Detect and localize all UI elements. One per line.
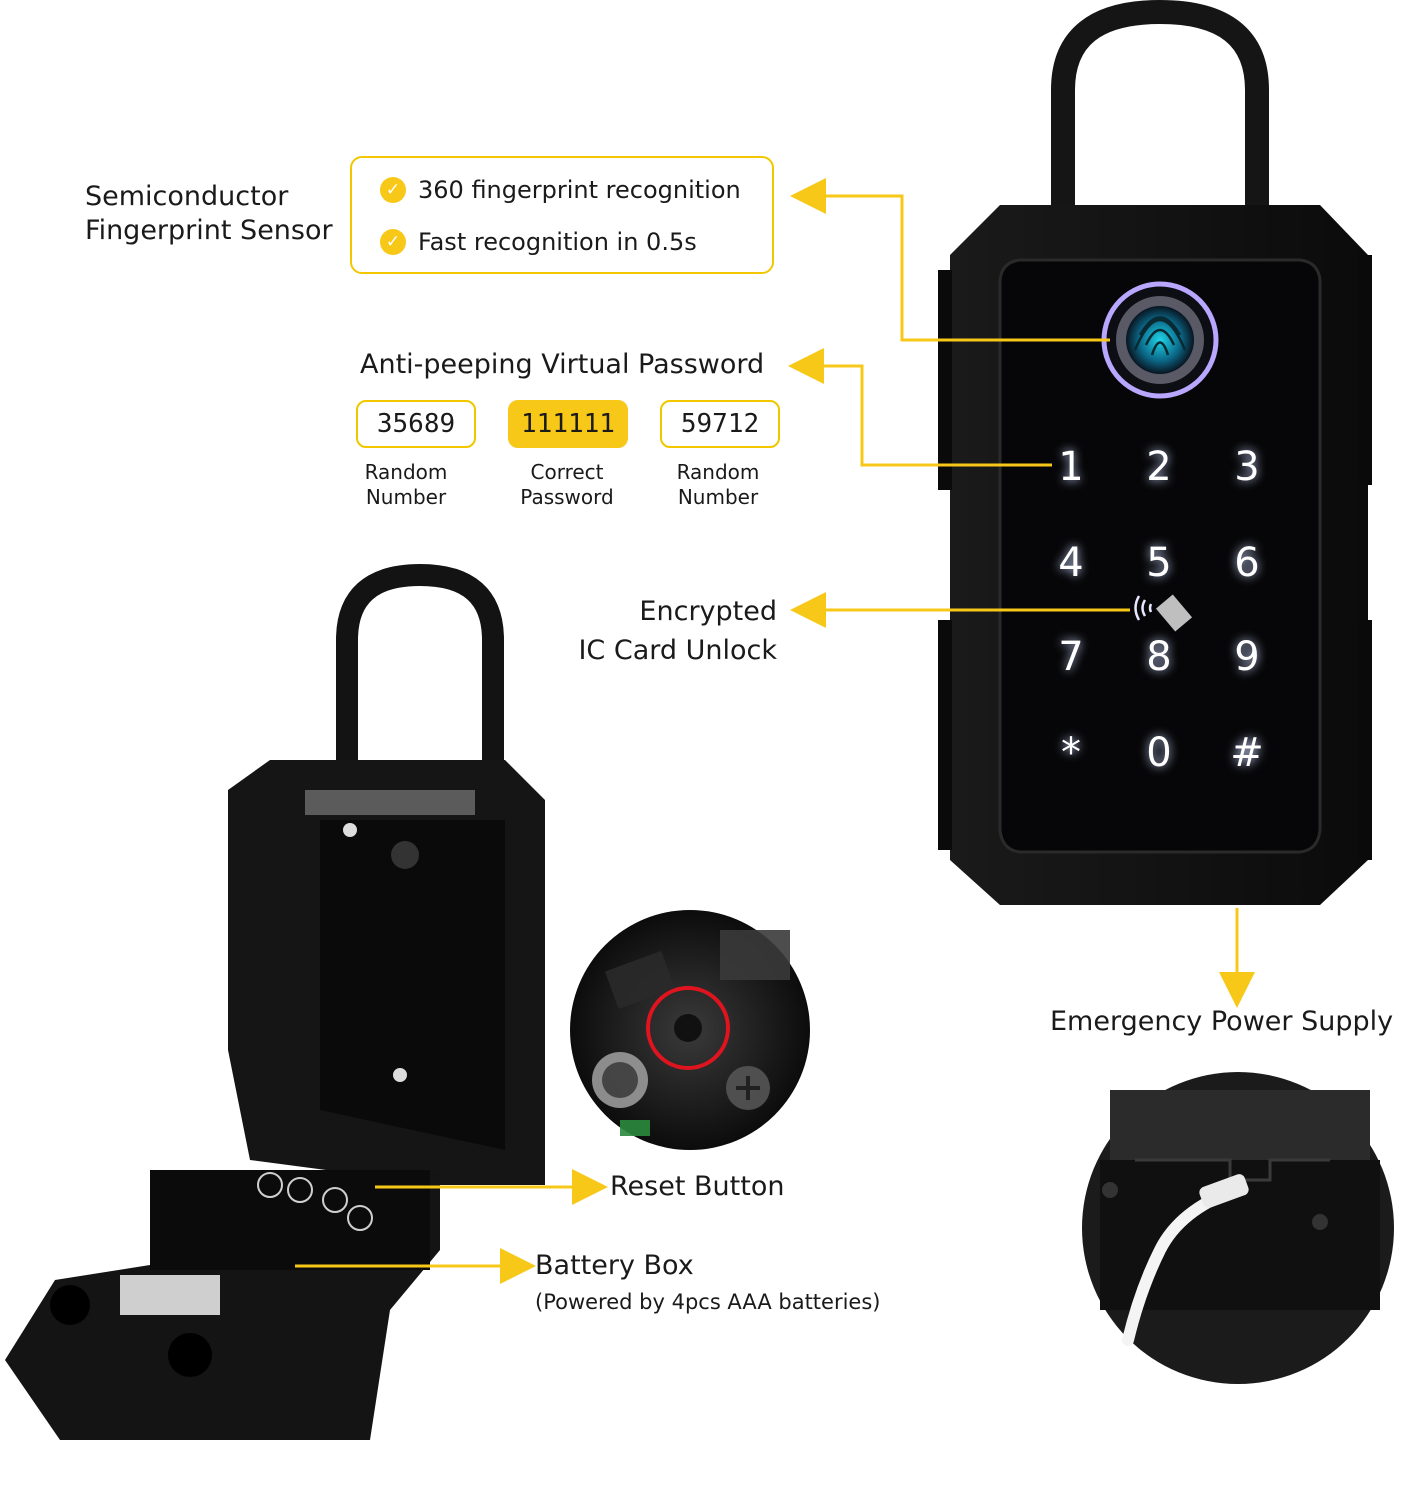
keypad-key: *	[1061, 730, 1081, 776]
password-connector	[788, 348, 1052, 467]
keypad-key: 0	[1146, 730, 1172, 776]
fingerprint-sensor-label: Semiconductor Fingerprint Sensor	[85, 180, 333, 248]
fingerprint-icon	[1126, 306, 1194, 374]
battery-box-title: Battery Box	[535, 1250, 694, 1281]
left-lock-shackle	[336, 563, 504, 790]
right-lock-shackle	[1051, 0, 1269, 230]
caption-line: Correct	[530, 460, 604, 484]
caption-line: Random	[676, 460, 760, 484]
fingerprint-features-box: ✓ 360 fingerprint recognition ✓ Fast recog…	[350, 156, 774, 274]
reset-button-label: Reset Button	[610, 1171, 785, 1202]
keypad-key: 9	[1234, 634, 1260, 680]
fingerprint-label-line2: Fingerprint Sensor	[85, 215, 333, 246]
keypad-key: 1	[1058, 444, 1084, 490]
fingerprint-label-line1: Semiconductor	[85, 181, 289, 212]
ic-card-line2: IC Card Unlock	[578, 635, 777, 666]
caption-line: Number	[677, 485, 759, 509]
ic-card-line1: Encrypted	[639, 596, 777, 627]
nfc-icon	[1134, 595, 1153, 621]
right-lock-panel	[998, 258, 1322, 854]
password-box-correct: 111111	[508, 400, 628, 448]
battery-springs	[257, 1172, 373, 1231]
emergency-power-label: Emergency Power Supply	[1050, 1006, 1394, 1037]
keypad-key: 5	[1146, 540, 1172, 586]
reset-button-highlight	[646, 986, 730, 1070]
password-caption-2: Correct Password	[487, 460, 647, 510]
keypad-key: 6	[1234, 540, 1260, 586]
feature-item: ✓ 360 fingerprint recognition	[380, 164, 772, 216]
keypad-key: #	[1230, 730, 1264, 776]
check-icon: ✓	[380, 229, 406, 255]
battery-box-note: (Powered by 4pcs AAA batteries)	[535, 1290, 881, 1314]
keypad-key: 4	[1058, 540, 1084, 586]
password-caption-1: Random Number	[326, 460, 486, 510]
password-box-random-1: 35689	[356, 400, 476, 448]
password-box-random-2: 59712	[660, 400, 780, 448]
check-icon: ✓	[380, 177, 406, 203]
caption-line: Number	[365, 485, 447, 509]
keypad-key: 8	[1146, 634, 1172, 680]
ic-card-label: Encrypted IC Card Unlock	[578, 592, 777, 670]
feature-item: ✓ Fast recognition in 0.5s	[380, 216, 772, 268]
feature-text: Fast recognition in 0.5s	[418, 228, 697, 256]
password-caption-3: Random Number	[638, 460, 798, 510]
fingerprint-connector	[790, 178, 1110, 342]
keypad-key: 7	[1058, 634, 1084, 680]
caption-line: Random	[364, 460, 448, 484]
keypad-key: 3	[1234, 444, 1260, 490]
feature-text: 360 fingerprint recognition	[418, 176, 741, 204]
keypad-key: 2	[1146, 444, 1172, 490]
virtual-password-title: Anti-peeping Virtual Password	[360, 349, 765, 380]
caption-line: Password	[520, 485, 614, 509]
